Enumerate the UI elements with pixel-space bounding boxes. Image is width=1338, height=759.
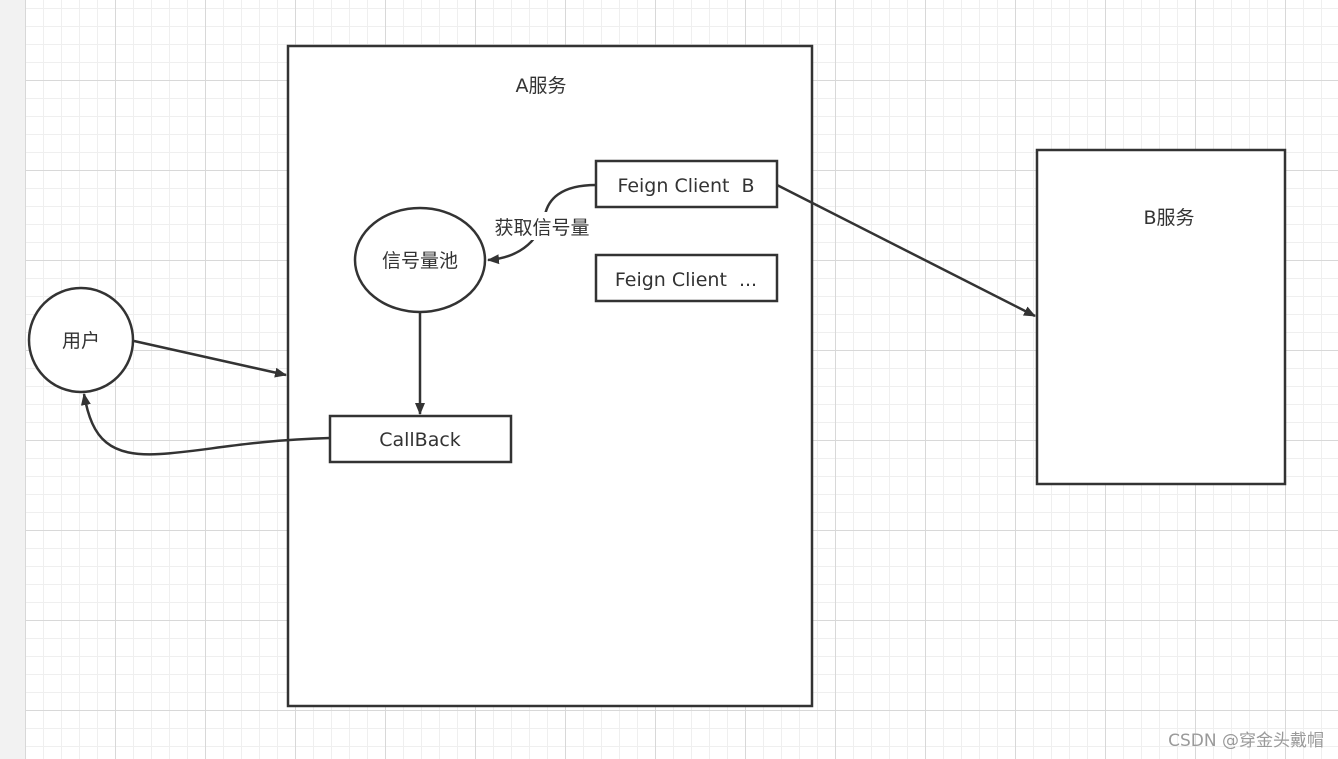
semaphore-pool-label: 信号量池 [382, 250, 458, 272]
feign-client-b-box[interactable] [594, 159, 779, 209]
csdn-watermark: CSDN @穿金头戴帽 [1168, 731, 1324, 751]
feign-client-b-label: Feign Client B [617, 175, 754, 197]
service-a-box[interactable] [286, 44, 814, 708]
service-b-label: B服务 [1143, 207, 1194, 229]
acquire-semaphore-label: 获取信号量 [494, 217, 589, 239]
service-a-label: A服务 [516, 75, 567, 97]
edge-callback-to-user [80, 393, 331, 456]
feign-client-more-box[interactable] [594, 253, 779, 303]
edge-user-to-service-a [133, 339, 287, 378]
feign-client-more-label: Feign Client ... [615, 269, 757, 291]
left-gutter [0, 0, 25, 759]
user-label: 用户 [62, 330, 100, 352]
user-node[interactable] [27, 286, 135, 394]
callback-label: CallBack [379, 429, 461, 451]
semaphore-pool-node[interactable] [353, 206, 487, 314]
service-b-box[interactable] [1035, 148, 1287, 486]
edge-feign-to-service-b [776, 183, 1036, 318]
acquire-semaphore-label-bg [490, 212, 594, 240]
callback-box[interactable] [328, 414, 513, 464]
